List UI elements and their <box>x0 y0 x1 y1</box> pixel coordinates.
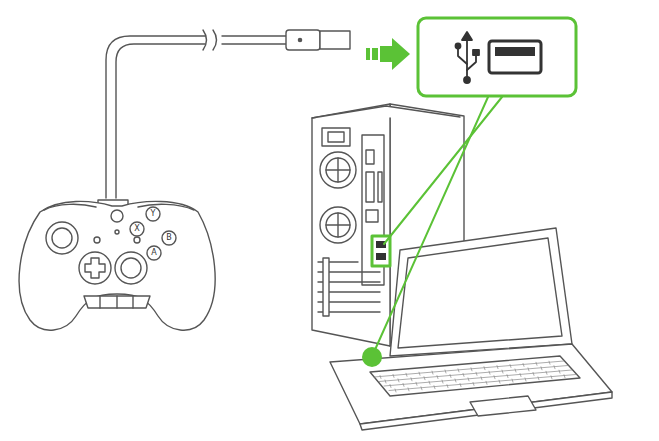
usb-plug-metal <box>320 31 350 49</box>
key-divider <box>538 377 539 380</box>
laptop-usb-dot <box>362 347 382 367</box>
key-divider <box>510 365 511 368</box>
key-divider <box>476 372 477 375</box>
key-divider <box>564 375 565 378</box>
key-divider <box>484 367 485 370</box>
key-divider <box>486 381 487 384</box>
key-divider <box>551 376 552 379</box>
key-divider <box>455 379 456 382</box>
key-divider <box>450 375 451 378</box>
plug-dot <box>298 38 301 41</box>
key-divider <box>434 386 435 389</box>
insert-arrow <box>366 38 410 70</box>
key-divider <box>494 376 495 379</box>
cable <box>106 36 205 198</box>
key-divider <box>458 369 459 372</box>
key-divider <box>512 379 513 382</box>
key-divider <box>460 384 461 387</box>
key-divider <box>432 371 433 374</box>
key-divider <box>536 362 537 365</box>
leader-line <box>384 97 502 244</box>
key-divider <box>541 367 542 370</box>
key-divider <box>424 377 425 380</box>
key-divider <box>489 371 490 374</box>
key-divider <box>421 387 422 390</box>
key-divider <box>463 373 464 376</box>
key-divider <box>393 374 394 377</box>
key-divider <box>411 378 412 381</box>
key-divider <box>549 361 550 364</box>
key-divider <box>380 376 381 379</box>
key-divider <box>390 385 391 388</box>
key-divider <box>445 370 446 373</box>
key-divider <box>473 382 474 385</box>
key-divider <box>468 378 469 381</box>
key-divider <box>395 389 396 392</box>
button-letter: X <box>131 224 143 234</box>
key-row <box>384 370 572 386</box>
key-divider <box>502 370 503 373</box>
key-divider <box>507 375 508 378</box>
key-divider <box>554 366 555 369</box>
key-divider <box>525 378 526 381</box>
key-divider <box>497 366 498 369</box>
key-divider <box>429 381 430 384</box>
key-divider <box>442 380 443 383</box>
usb-port-tongue <box>495 47 535 56</box>
cable-break <box>203 30 217 50</box>
pc-usb-port <box>376 253 386 260</box>
key-row <box>389 375 576 391</box>
key-divider <box>559 370 560 373</box>
key-divider <box>447 385 448 388</box>
button-letter: A <box>148 248 160 258</box>
key-divider <box>437 376 438 379</box>
key-row <box>379 366 568 382</box>
key-divider <box>499 380 500 383</box>
key-divider <box>385 380 386 383</box>
button-letter: B <box>163 233 175 243</box>
key-divider <box>515 369 516 372</box>
key-divider <box>403 383 404 386</box>
key-divider <box>406 373 407 376</box>
key-divider <box>528 368 529 371</box>
cable <box>222 36 286 44</box>
leader-line <box>374 97 488 352</box>
key-divider <box>520 374 521 377</box>
key-divider <box>546 371 547 374</box>
usb-plug <box>286 30 320 50</box>
key-divider <box>416 382 417 385</box>
key-divider <box>408 388 409 391</box>
key-divider <box>481 377 482 380</box>
keyboard-keys <box>374 361 576 392</box>
key-row <box>374 361 564 377</box>
usb-port-callout <box>418 18 576 96</box>
key-divider <box>419 372 420 375</box>
key-divider <box>398 379 399 382</box>
key-divider <box>523 363 524 366</box>
usb-symbol <box>456 32 480 83</box>
usb-port <box>489 41 541 73</box>
cable <box>116 44 205 198</box>
key-divider <box>471 368 472 371</box>
button-letter: Y <box>147 209 159 219</box>
controller <box>19 200 215 330</box>
laptop <box>330 228 612 430</box>
key-divider <box>533 372 534 375</box>
